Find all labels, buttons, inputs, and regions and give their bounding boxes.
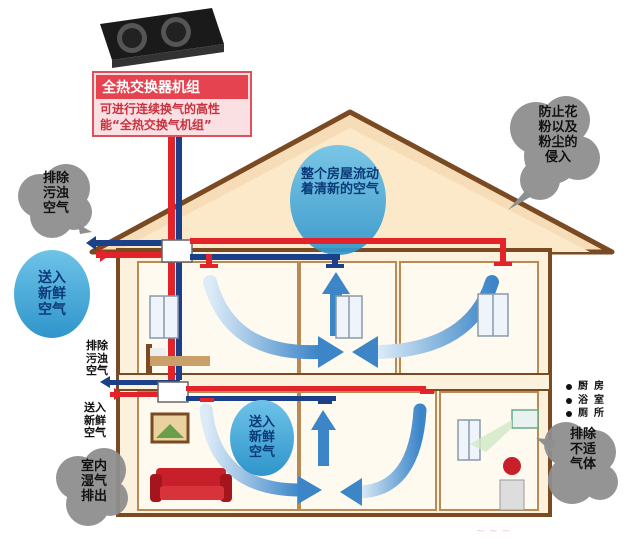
cloud-label-exhaust-dirty: 排除 污浊 空气 [42,171,69,216]
cloud-shapes [18,96,618,526]
bubble-label-fresh-air-outside: 送入 新鲜 空气 [38,270,66,319]
airflow-arrows-lower [199,403,427,499]
side-label-exhaust: 排除 污浊 空气 [86,339,108,378]
cloud-label-prevent-pollen: 防止花 粉以及 粉尘的 侵入 [538,105,578,165]
lower-ducts [100,376,434,404]
legend-item: 所 [594,408,604,419]
arrowhead [352,336,378,368]
attic-air-bubble [290,145,386,255]
bubble-label-fresh-air-room: 送入 新鲜 空气 [248,415,275,460]
unit-title: 全热交换器机组 [96,75,248,99]
unit-description-box: 全热交换器机组 可进行连续换气的高性 能“全热交换气机组” [92,71,252,137]
legend-bullet-icon [566,411,572,417]
cloud-label-exhaust-bad: 排除 不适 气体 [569,427,596,472]
arrowhead [340,478,362,506]
cloud-exhaust-bad [544,422,618,504]
unit-desc-line2: 能“全热交换气机组” [100,118,212,133]
cloud-prevent-pollen [510,96,600,200]
sofa-icon [150,468,232,502]
cloud-indoor-humid [56,448,128,526]
up-arrow-lower [311,410,336,466]
legend-item: 房 [594,381,604,392]
fan-icon [470,409,539,452]
cloud-label-indoor-humid: 室内 湿气 排出 [80,459,107,504]
arrowhead [318,336,344,368]
appliance-icon [499,457,525,511]
legend-bullet-icon [566,384,572,390]
cloud-tail [536,438,556,452]
painting-icon [150,412,190,444]
cloud-exhaust-dirty [18,164,92,238]
room-legend: 厨 房 浴 室 厕 所 [566,380,604,421]
cloud-tail [508,190,532,210]
window-icon [149,293,509,461]
watermark: ~ ~ ~ [476,524,511,537]
legend-item: 室 [594,394,604,406]
cloud-tail [78,224,92,234]
unit-desc-line1: 可进行连续换气的高性 [100,102,221,116]
legend-row: 厨 房 [566,380,604,394]
bubble-fresh-air-outside [14,250,90,338]
upper-ducts [86,236,512,268]
legend-item: 厕 [578,408,588,419]
ventilation-unit-icon [100,8,224,68]
arrowhead [298,476,322,504]
legend-row: 厕 所 [566,407,604,421]
legend-item: 厨 [578,381,588,392]
legend-row: 浴 室 [566,394,604,408]
attic-text: 整个房屋流动 着清新的空气 [300,167,379,197]
bubble-fresh-air-room [230,400,294,476]
side-label-supply: 送入 新鲜 空气 [84,401,106,440]
legend-bullet-icon [566,397,572,404]
bed-icon [146,344,210,374]
legend-item: 浴 [578,394,588,406]
